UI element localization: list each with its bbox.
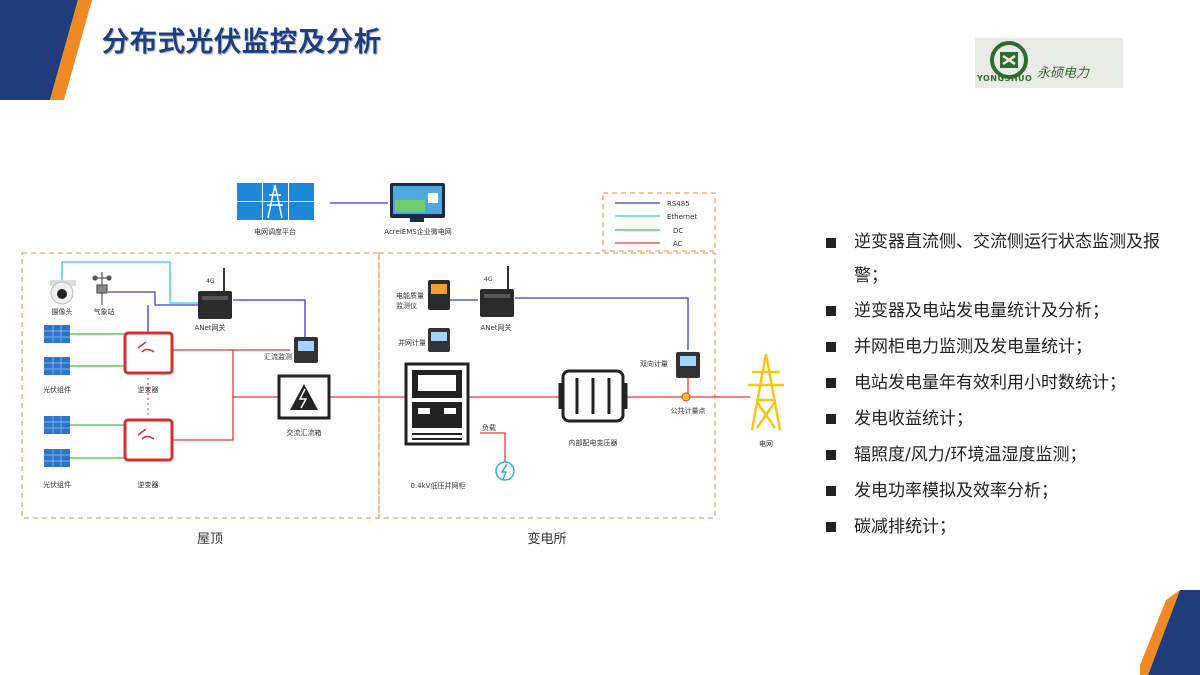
ems-label: AcrelEMS企业微电网 — [384, 227, 451, 236]
substation-label: 变电所 — [527, 531, 566, 547]
pv-panel-icon — [44, 357, 70, 375]
pv-panel-icon — [44, 416, 70, 434]
corner-decoration-bottom-right — [1140, 590, 1200, 675]
bidirectional-meter-icon — [676, 352, 700, 378]
logo-emblem-icon — [990, 41, 1028, 79]
roof-region — [21, 252, 380, 519]
anet1-label: ANet网关 — [194, 323, 225, 332]
legend-rs485: RS485 — [667, 200, 690, 208]
inverter-2-icon — [123, 418, 174, 462]
weather-station-icon — [92, 272, 112, 305]
common-point-label: 公共计量点 — [671, 406, 706, 415]
grid-label: 电网 — [759, 439, 773, 448]
legend-dc: DC — [673, 227, 683, 235]
connections — [61, 202, 750, 462]
common-point-dot — [681, 392, 691, 402]
feature-item: 逆变器直流侧、交流侧运行状态监测及报警； — [822, 225, 1182, 293]
dashed-regions — [21, 192, 716, 519]
pq-monitor-icon — [428, 280, 450, 310]
grid-meter-icon — [428, 328, 450, 352]
feature-item: 电站发电量年有效利用小时数统计； — [822, 365, 1182, 401]
transmission-tower-icon — [748, 353, 784, 431]
pv-panels-group-2 — [44, 416, 70, 467]
anet2-label: ANet网关 — [480, 323, 511, 332]
pv2-label: 光伏组件 — [43, 480, 71, 489]
ac-combiner-label: 交流汇流箱 — [287, 428, 322, 437]
pv1-label: 光伏组件 — [43, 385, 71, 394]
combiner-monitor-label: 汇流监测 — [264, 352, 292, 361]
feature-item: 发电功率模拟及效率分析； — [822, 473, 1182, 509]
legend-box — [602, 192, 716, 252]
feature-item: 发电收益统计； — [822, 401, 1182, 437]
company-logo: YONGSHUO 永硕电力 — [975, 38, 1123, 88]
lv-cabinet-label: 0.4kV低压并网柜 — [411, 481, 466, 490]
legend-ac: AC — [673, 240, 683, 248]
feature-item: 碳减排统计； — [822, 509, 1182, 545]
anet-gateway-1-icon — [198, 268, 232, 319]
pv-panels-group-1 — [44, 325, 70, 375]
lv-cabinet-icon — [404, 362, 470, 446]
corner-decoration-top-left — [0, 0, 92, 100]
anet1-signal-label: 4G — [206, 278, 215, 285]
load-label: 负载 — [482, 423, 496, 432]
feature-item: 辐照度/风力/环境温湿度监测； — [822, 437, 1182, 473]
inverter1-label: 逆变器 — [138, 385, 159, 394]
roof-label: 屋顶 — [197, 532, 223, 547]
feature-item: 逆变器及电站发电量统计及分析； — [822, 293, 1182, 329]
anet-gateway-2-icon — [480, 266, 514, 317]
grid-dispatch-label: 电网调度平台 — [254, 227, 296, 236]
page-title: 分布式光伏监控及分析 — [102, 27, 382, 58]
ac-combiner-box-icon — [277, 374, 331, 420]
substation-region — [378, 252, 716, 519]
pv-panel-icon — [44, 325, 70, 343]
weather-station-label: 气象站 — [94, 307, 115, 316]
legend-ethernet: Ethernet — [667, 213, 697, 221]
grid-dispatch-wall-icon — [237, 183, 314, 220]
feature-list: 逆变器直流侧、交流侧运行状态监测及报警； 逆变器及电站发电量统计及分析； 并网柜… — [822, 225, 1182, 545]
feature-item: 并网柜电力监测及发电量统计； — [822, 329, 1182, 365]
camera-icon — [50, 280, 76, 305]
logo-company-name: 永硕电力 — [1037, 66, 1090, 81]
camera-label: 摄像头 — [52, 307, 73, 316]
transformer-icon — [558, 369, 628, 423]
transformer-label: 内部配电变压器 — [569, 438, 618, 447]
pq-monitor-label-2: 监测仪 — [396, 301, 417, 310]
combiner-meter-icon — [294, 337, 318, 363]
inverter-1-icon — [123, 331, 174, 375]
legend: RS485 Ethernet DC AC — [615, 200, 697, 248]
grid-meter-label: 并网计量 — [398, 338, 426, 347]
pq-monitor-label-1: 电能质量 — [396, 291, 424, 300]
pv-panel-icon — [44, 449, 70, 467]
logo-latin-text: YONGSHUO — [977, 74, 1033, 83]
anet2-signal-label: 4G — [484, 276, 493, 283]
load-lightning-icon — [495, 461, 515, 481]
bidirectional-meter-label: 双向计量 — [640, 359, 668, 368]
inverter2-label: 逆变器 — [138, 480, 159, 489]
ems-monitor-icon — [390, 183, 445, 222]
